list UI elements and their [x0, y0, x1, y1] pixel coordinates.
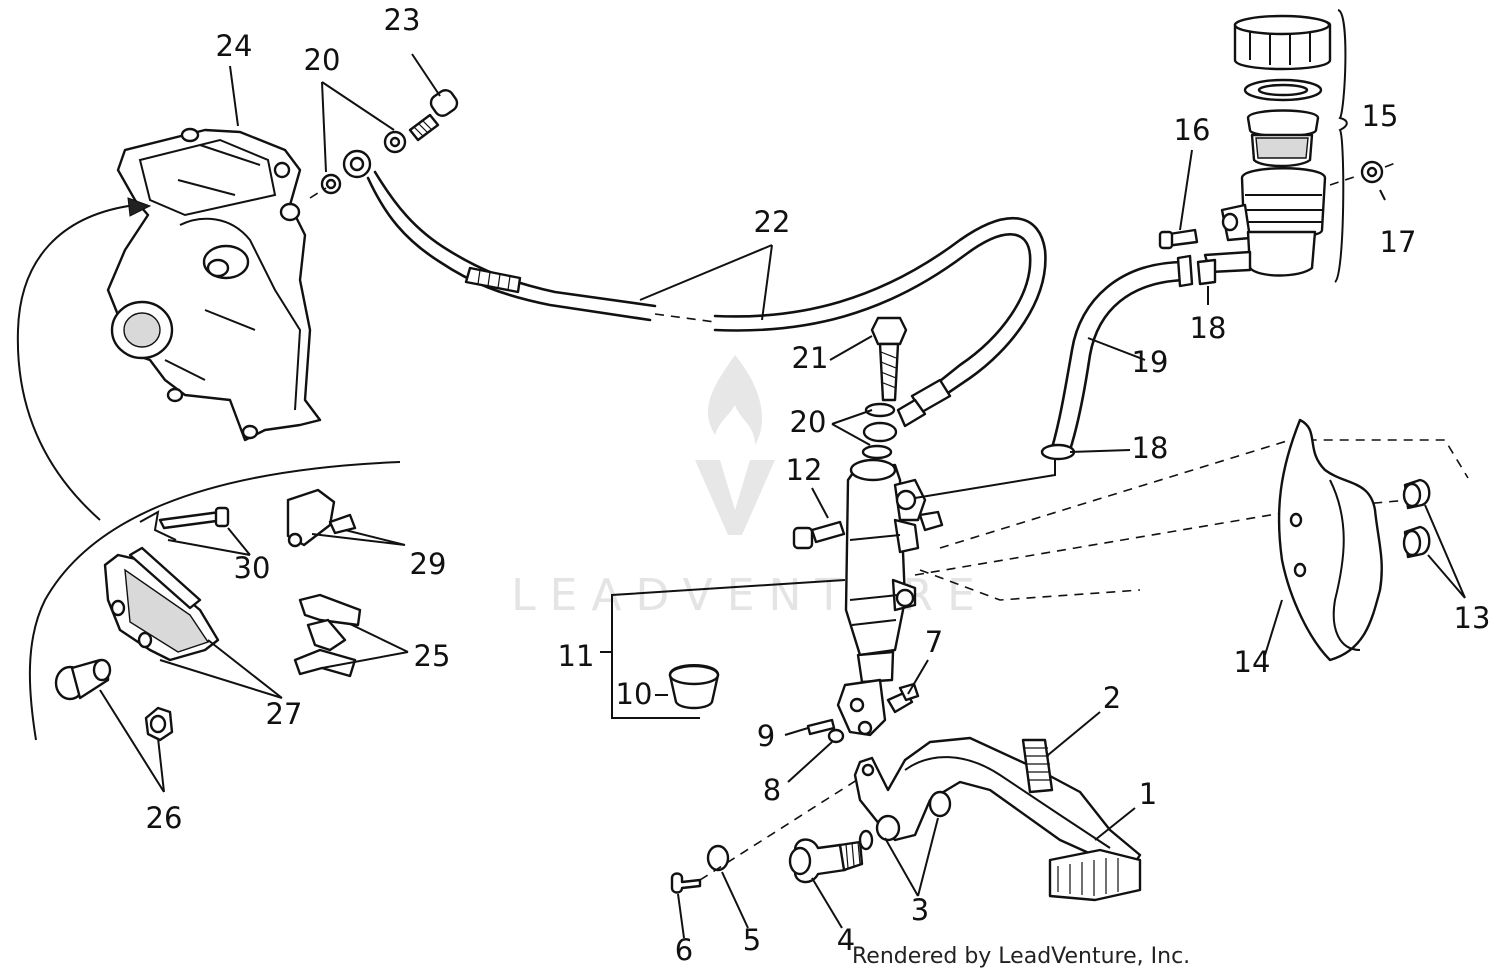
callout-12: 12	[786, 453, 823, 487]
callout-20-lower: 20	[790, 405, 827, 439]
brake-caliper-drawing	[106, 127, 322, 442]
callout-6: 6	[675, 933, 693, 967]
leadventure-logo-watermark	[695, 355, 775, 535]
callout-26: 26	[146, 801, 183, 835]
footer-credit: Rendered by LeadVenture, Inc.	[852, 944, 1191, 969]
brake-pedal-drawing	[853, 736, 1142, 902]
callout-18-upper: 18	[1190, 311, 1227, 345]
callout-18-lower: 18	[1132, 431, 1169, 465]
guard-drawing	[1277, 418, 1431, 662]
callout-1: 1	[1139, 777, 1157, 811]
callout-25: 25	[414, 639, 451, 673]
callout-17: 17	[1380, 225, 1417, 259]
callout-15: 15	[1362, 99, 1399, 133]
master-cylinder-drawing	[792, 458, 944, 737]
callout-5: 5	[743, 923, 761, 957]
callout-29: 29	[410, 547, 447, 581]
callout-13: 13	[1454, 601, 1491, 635]
callout-8: 8	[763, 773, 781, 807]
callout-10: 10	[616, 677, 653, 711]
callout-3: 3	[911, 893, 929, 927]
small-fasteners-drawing	[806, 682, 920, 744]
callout-11: 11	[558, 639, 595, 673]
reservoir-drawing	[1158, 9, 1399, 283]
pedal-hardware-drawing	[670, 777, 874, 894]
leader-lines	[99, 53, 1466, 939]
caliper-banjo-hardware	[309, 89, 459, 199]
banjo-bolt-drawing	[861, 316, 908, 460]
cup-drawing	[668, 664, 720, 710]
callout-27: 27	[266, 697, 303, 731]
callout-23: 23	[384, 3, 421, 37]
callout-20-upper: 20	[304, 43, 341, 77]
callout-16: 16	[1174, 113, 1211, 147]
callout-7: 7	[925, 625, 943, 659]
callout-4: 4	[837, 923, 855, 957]
reservoir-hose-drawing	[1040, 254, 1217, 461]
callout-14: 14	[1234, 645, 1271, 679]
callout-30: 30	[234, 551, 271, 585]
callout-24: 24	[216, 29, 253, 63]
pad-group-drawing	[54, 488, 362, 742]
callout-2: 2	[1103, 681, 1121, 715]
callout-9: 9	[757, 719, 775, 753]
callout-labels: 1 2 3 4 5 6 7 8 9 10 11 12 13 14 15 16 1…	[146, 3, 1491, 967]
callout-21: 21	[792, 341, 829, 375]
callout-19: 19	[1132, 345, 1169, 379]
brake-hose-drawing	[366, 170, 1047, 428]
callout-22: 22	[754, 205, 791, 239]
